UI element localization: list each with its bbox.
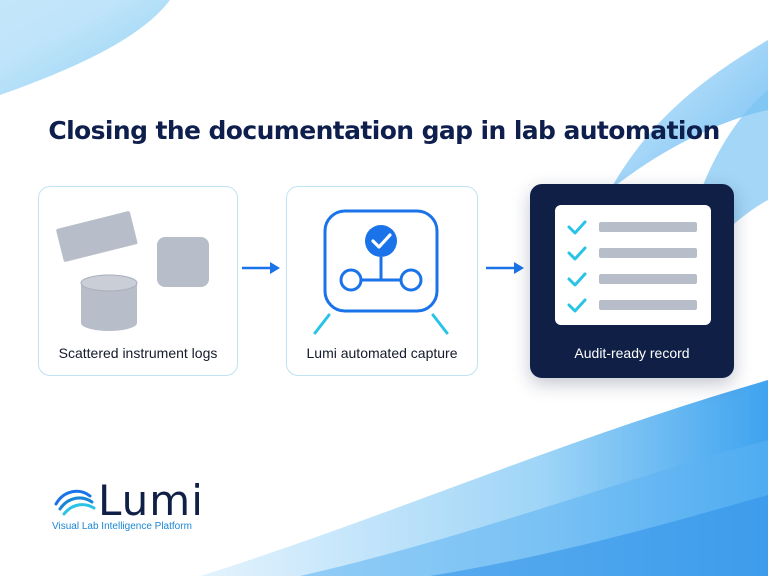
check-icon xyxy=(567,272,587,287)
scattered-logs-illustration xyxy=(56,211,209,331)
cylinder-log-block xyxy=(80,274,138,331)
record-line xyxy=(599,248,697,258)
brand-tagline: Visual Lab Intelligence Platform xyxy=(52,521,192,532)
arrow-right-icon xyxy=(486,262,524,274)
check-icon xyxy=(567,298,587,313)
step-card-scattered-logs: Scattered instrument logs xyxy=(38,186,238,376)
arrow-right-icon xyxy=(242,262,280,274)
step-label: Scattered instrument logs xyxy=(58,345,218,361)
record-line xyxy=(599,274,697,284)
step-label: Lumi automated capture xyxy=(306,345,458,361)
step-card-automated-capture: Lumi automated capture xyxy=(286,186,478,376)
audit-checklist-illustration xyxy=(555,205,711,325)
lumi-capture-icon xyxy=(313,209,449,335)
check-circle-icon xyxy=(365,225,397,257)
check-icon xyxy=(567,246,587,261)
brand-wordmark: Lumi xyxy=(98,476,204,525)
record-line xyxy=(599,222,697,232)
step-label: Audit-ready record xyxy=(574,345,690,361)
page-title: Closing the documentation gap in lab aut… xyxy=(48,116,720,145)
record-line xyxy=(599,300,697,310)
tilted-log-block xyxy=(56,211,138,262)
lumi-logo-icon xyxy=(54,489,96,516)
square-log-block xyxy=(157,237,209,287)
check-icon xyxy=(567,220,587,235)
step-card-audit-record: Audit-ready record xyxy=(530,184,734,378)
